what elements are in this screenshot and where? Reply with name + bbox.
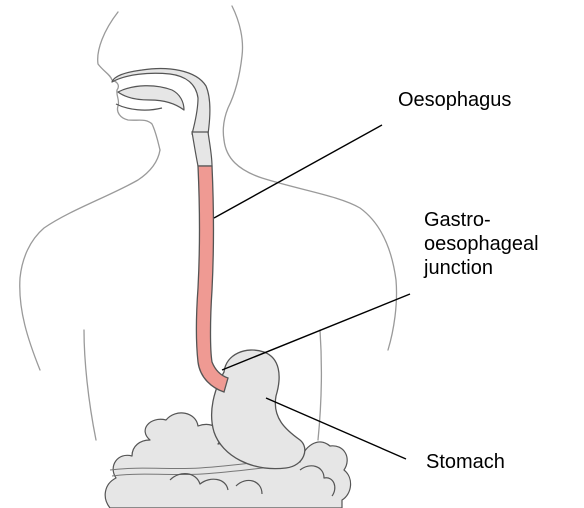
oesophagus-leader-line — [214, 125, 382, 218]
gastro-oesophageal-junction-label: Gastro- oesophageal junction — [424, 208, 539, 280]
pharynx-shape — [192, 132, 212, 166]
gastro-oesophageal-junction-label-line-3: junction — [424, 256, 539, 280]
oesophagus-label: Oesophagus — [398, 88, 511, 112]
oesophagus-shape — [197, 166, 229, 392]
mouth-cavity — [112, 69, 210, 134]
gastro-oesophageal-junction-label-line-1: Gastro- — [424, 208, 539, 232]
gastro-oesophageal-junction-label-line-2: oesophageal — [424, 232, 539, 256]
gastro-oesophageal-junction-leader-line — [222, 294, 410, 370]
stomach-label: Stomach — [426, 450, 505, 474]
